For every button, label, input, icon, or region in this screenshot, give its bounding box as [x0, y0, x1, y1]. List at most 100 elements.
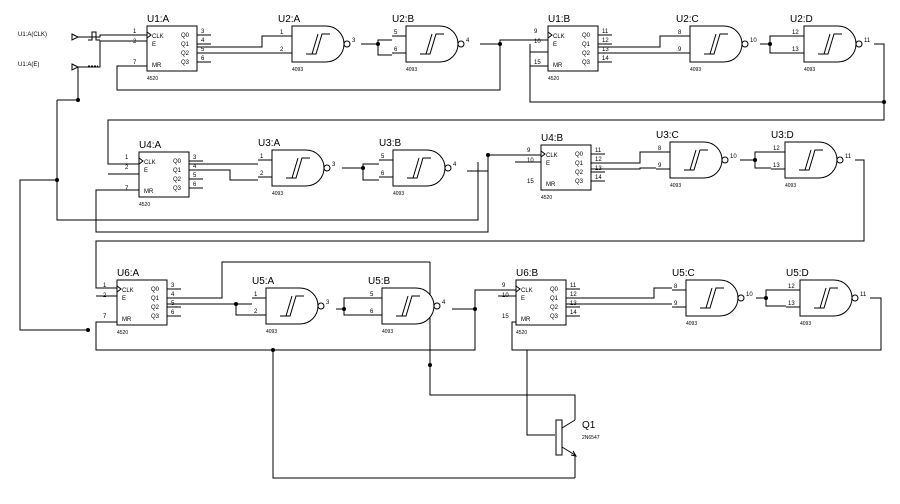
- counter-body: [146, 25, 198, 72]
- pin-out: 14: [602, 56, 609, 62]
- pin-e: 2: [103, 293, 107, 299]
- clock-edge-icon: [540, 150, 546, 158]
- e-label: E: [122, 296, 126, 302]
- counter-part: 4520: [139, 202, 150, 208]
- schmitt-icon: [700, 287, 724, 309]
- schmitt-icon: [704, 33, 728, 55]
- pin-mr: 7: [125, 186, 129, 192]
- counters: U1:A4520CLKEMR127Q03Q14Q25Q36U1:B4520CLK…: [103, 14, 612, 336]
- enable-source[interactable]: U1:A(E): [18, 62, 98, 71]
- clock-source[interactable]: U1:A(CLK): [18, 31, 100, 41]
- inverter-bubble: [323, 164, 331, 172]
- junction-dots: [55, 42, 886, 367]
- nand-body: [799, 279, 853, 317]
- e-label: E: [553, 42, 557, 48]
- mr-label: MR: [152, 63, 162, 69]
- gate-part: 4093: [785, 183, 796, 189]
- clock-edge-icon: [138, 157, 144, 165]
- gate-ref: U3:C: [656, 130, 679, 141]
- pin-out: 10: [750, 38, 757, 44]
- pin-out: 11: [570, 283, 577, 289]
- schmitt-icon: [286, 157, 310, 179]
- gate-part: 4093: [670, 183, 681, 189]
- output-label: Q1: [582, 42, 591, 48]
- output-label: Q3: [550, 314, 559, 320]
- gate-ref: U5:D: [786, 268, 809, 279]
- gate-ref: U2:C: [676, 14, 699, 25]
- output-label: Q1: [181, 42, 190, 48]
- gate-ref: U5:A: [252, 276, 275, 287]
- gate-ref: U5:C: [672, 268, 695, 279]
- gate-part: 4093: [292, 67, 303, 73]
- pin-in-a: 1: [254, 292, 258, 298]
- inverter-bubble: [317, 302, 325, 310]
- pin-in-b: 9: [678, 47, 682, 53]
- gate-u2-c[interactable]: U2:C 4093 8 9 10: [676, 14, 757, 73]
- gate-part: 4093: [690, 67, 701, 73]
- gate-part: 4093: [382, 329, 393, 335]
- pin-out: 10: [730, 154, 737, 160]
- mr-label: MR: [521, 317, 531, 323]
- gate-part: 4093: [804, 67, 815, 73]
- counter-body: [515, 279, 567, 326]
- pin-out: 14: [570, 310, 577, 316]
- inverter-bubble: [741, 40, 749, 48]
- pin-in-a: 8: [678, 30, 682, 36]
- pin-out: 6: [201, 56, 205, 62]
- pin-out: 5: [193, 173, 197, 179]
- pin-in-a: 12: [792, 30, 799, 36]
- output-label: Q0: [181, 33, 190, 39]
- pin-clk: 1: [103, 283, 107, 289]
- clock-source-label: U1:A(CLK): [18, 32, 47, 38]
- pin-in-b: 13: [788, 301, 795, 307]
- output-label: Q0: [550, 287, 559, 293]
- pin-in-a: 12: [773, 146, 780, 152]
- inverter-bubble: [721, 156, 729, 164]
- pin-clk: 9: [527, 148, 531, 154]
- e-label: E: [152, 42, 156, 48]
- gate-part: 4093: [800, 321, 811, 327]
- pin-in-b: 13: [773, 163, 780, 169]
- pin-out: 13: [595, 166, 602, 172]
- pin-out: 11: [864, 38, 871, 44]
- gate-ref: U5:B: [368, 276, 391, 287]
- pin-out: 5: [171, 301, 175, 307]
- counter-ref: U4:B: [541, 133, 564, 144]
- clock-edge-icon: [116, 285, 122, 293]
- schmitt-icon: [396, 295, 420, 317]
- schmitt-icon: [420, 33, 444, 55]
- pin-mr: 15: [527, 179, 534, 185]
- pin-in-b: 6: [381, 171, 385, 177]
- gate-ref: U2:A: [278, 14, 301, 25]
- pin-out: 5: [201, 47, 205, 53]
- clock-edge-icon: [515, 285, 521, 293]
- output-label: Q0: [151, 287, 160, 293]
- transistor-q1[interactable]: Q1 2N6547: [555, 419, 600, 457]
- clk-label: CLK: [521, 288, 533, 294]
- pin-out: 4: [201, 38, 205, 44]
- nand-body: [381, 287, 435, 325]
- output-label: Q0: [173, 159, 182, 165]
- pin-out: 12: [602, 38, 609, 44]
- output-label: Q2: [181, 51, 190, 57]
- counter-part: 4520: [516, 330, 527, 336]
- pin-in-b: 9: [658, 163, 662, 169]
- inverter-bubble: [457, 40, 465, 48]
